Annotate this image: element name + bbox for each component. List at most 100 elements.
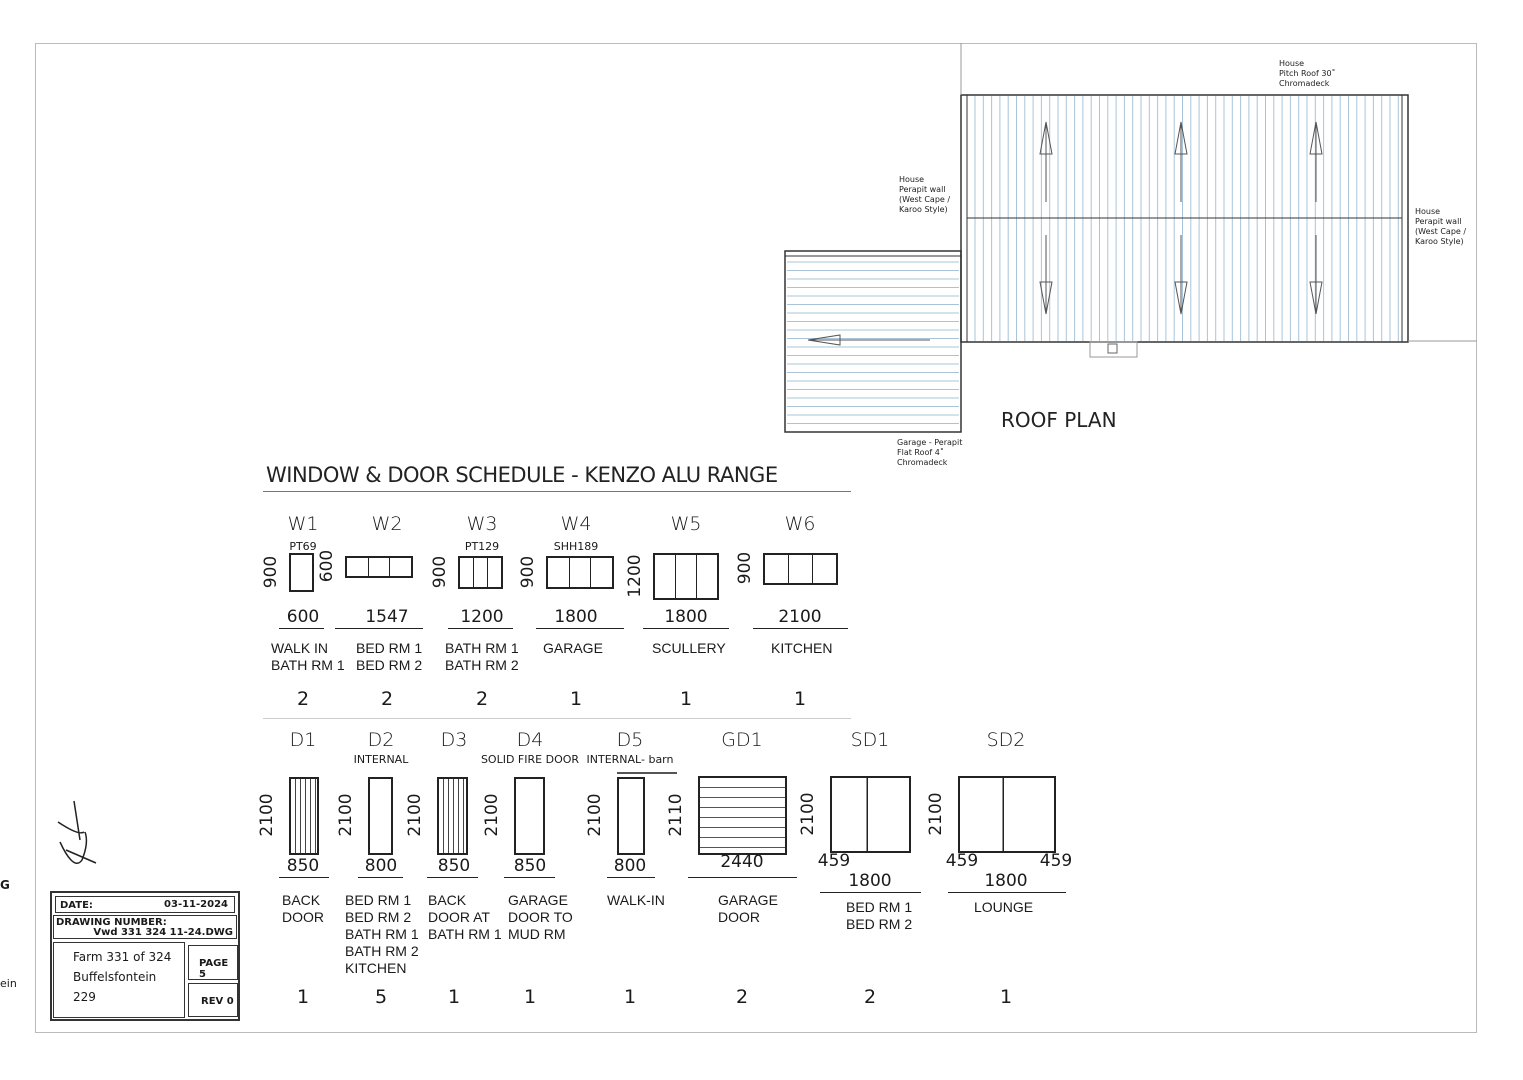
door-code: D1 — [289, 729, 317, 751]
cut-off-text: ein — [0, 977, 17, 990]
width-dimension: 1800 — [984, 871, 1028, 891]
window-rooms: BED RM 1 BED RM 2 — [356, 640, 423, 673]
garage-roof-outline — [784, 250, 962, 433]
slope-arrow-up-icon — [1039, 121, 1053, 155]
door-elevation — [617, 777, 645, 855]
window-elevation — [345, 556, 413, 578]
roof-plan: House Pitch Roof 30˚ Chromadeck House Pe… — [0, 0, 1523, 480]
window-code: W2 — [371, 513, 403, 535]
door-elevation — [437, 777, 468, 855]
door-rooms: BED RM 1 BED RM 2 — [846, 899, 913, 932]
width-dimension: 850 — [513, 856, 547, 876]
dimension-line — [279, 628, 324, 629]
schedule-divider — [263, 718, 851, 719]
window-mullion — [473, 556, 488, 589]
window-type: SHH189 — [553, 540, 599, 553]
window-mullion — [367, 556, 391, 578]
door-quantity: 1 — [523, 986, 537, 1008]
width-dimension: 1800 — [664, 607, 708, 627]
side-panel-dimension: 459 — [945, 851, 979, 871]
window-type: PT69 — [289, 540, 317, 553]
window-code: W3 — [466, 513, 498, 535]
door-code: D5 — [616, 729, 644, 751]
vent-box — [1089, 341, 1138, 358]
door-code: SD2 — [986, 729, 1026, 751]
parapet-left-note: House Perapit wall (West Cape / Karoo St… — [899, 175, 951, 214]
door-elevation — [830, 776, 911, 853]
site-address: Farm 331 of 324 Buffelsfontein 229 — [73, 950, 172, 1004]
page-number: PAGE 5 — [199, 958, 229, 980]
door-type: INTERNAL- barn — [586, 753, 674, 766]
door-code: GD1 — [721, 729, 763, 751]
door-code: D3 — [440, 729, 468, 751]
height-dimension: 900 — [735, 551, 755, 585]
window-rooms: BATH RM 1 BATH RM 2 — [445, 640, 519, 673]
width-dimension: 1547 — [365, 607, 409, 627]
window-code: W1 — [287, 513, 319, 535]
drawing-sheet-border — [35, 43, 1477, 1033]
door-quantity: 1 — [999, 986, 1013, 1008]
window-mullion — [568, 556, 592, 589]
door-quantity: 1 — [296, 986, 310, 1008]
window-quantity: 1 — [793, 688, 807, 710]
width-dimension: 600 — [286, 607, 320, 627]
vent-icon — [1107, 343, 1118, 354]
window-elevation — [546, 556, 614, 589]
dimension-line — [753, 628, 848, 629]
dimension-line — [820, 892, 921, 893]
door-quantity: 1 — [447, 986, 461, 1008]
height-dimension: 2100 — [926, 791, 946, 836]
door-code: D2 — [367, 729, 395, 751]
slope-arrow-left-icon — [807, 334, 841, 346]
door-quantity: 2 — [863, 986, 877, 1008]
door-type: INTERNAL — [353, 753, 409, 766]
slope-arrow-up-icon — [1309, 121, 1323, 155]
door-elevation — [958, 776, 1056, 853]
door-code: D4 — [516, 729, 544, 751]
door-rooms: BED RM 1 BED RM 2 BATH RM 1 BATH RM 2 KI… — [345, 892, 419, 976]
schedule-title: WINDOW & DOOR SCHEDULE - KENZO ALU RANGE — [266, 463, 778, 487]
date-value: 03-11-2024 — [164, 899, 228, 910]
parapet-right-note: House Perapit wall (West Cape / Karoo St… — [1415, 207, 1467, 246]
title-block: DATE: 03-11-2024 DRAWING NUMBER: Vwd 331… — [50, 891, 240, 1021]
drawing-number-label: DRAWING NUMBER: — [56, 917, 167, 928]
roof-plan-title: ROOF PLAN — [1001, 408, 1117, 432]
height-dimension: 2110 — [666, 792, 686, 837]
drawing-number: Vwd 331 324 11-24.DWG — [93, 927, 233, 938]
door-elevation — [368, 777, 393, 855]
roof-plan-drawing — [784, 43, 1477, 433]
barn-door-track — [617, 772, 677, 774]
dimension-line — [448, 628, 513, 629]
door-rooms: GARAGE DOOR TO MUD RM — [508, 892, 573, 942]
window-elevation — [763, 553, 838, 585]
height-dimension: 2100 — [405, 793, 425, 837]
window-elevation — [289, 553, 314, 592]
window-mullion — [788, 553, 813, 585]
window-quantity: 2 — [296, 688, 310, 710]
width-dimension: 1800 — [554, 607, 598, 627]
height-dimension: 900 — [430, 555, 450, 588]
height-dimension: 2100 — [482, 793, 502, 837]
date-label: DATE: — [60, 900, 93, 911]
door-type: SOLID FIRE DOOR — [480, 753, 580, 766]
width-dimension: 2440 — [720, 852, 764, 872]
side-panel-dimension: 459 — [817, 851, 851, 871]
door-rooms: WALK-IN — [607, 892, 665, 908]
cut-off-text: G — [0, 878, 10, 892]
window-code: W6 — [784, 513, 816, 535]
slope-arrow-down-icon — [1174, 281, 1188, 315]
dimension-line — [335, 628, 423, 629]
width-dimension: 800 — [613, 856, 647, 876]
window-rooms: WALK IN BATH RM 1 — [271, 640, 345, 673]
dimension-line — [948, 892, 1066, 893]
width-dimension: 1800 — [848, 871, 892, 891]
door-elevation — [514, 777, 545, 855]
house-roof-outline — [960, 94, 1409, 343]
window-mullion — [675, 553, 697, 600]
window-quantity: 2 — [475, 688, 489, 710]
height-dimension: 2100 — [336, 793, 356, 837]
slope-arrow-down-icon — [1039, 281, 1053, 315]
door-elevation — [289, 777, 319, 855]
door-quantity: 5 — [374, 986, 388, 1008]
door-rooms: BACK DOOR AT BATH RM 1 — [428, 892, 502, 942]
